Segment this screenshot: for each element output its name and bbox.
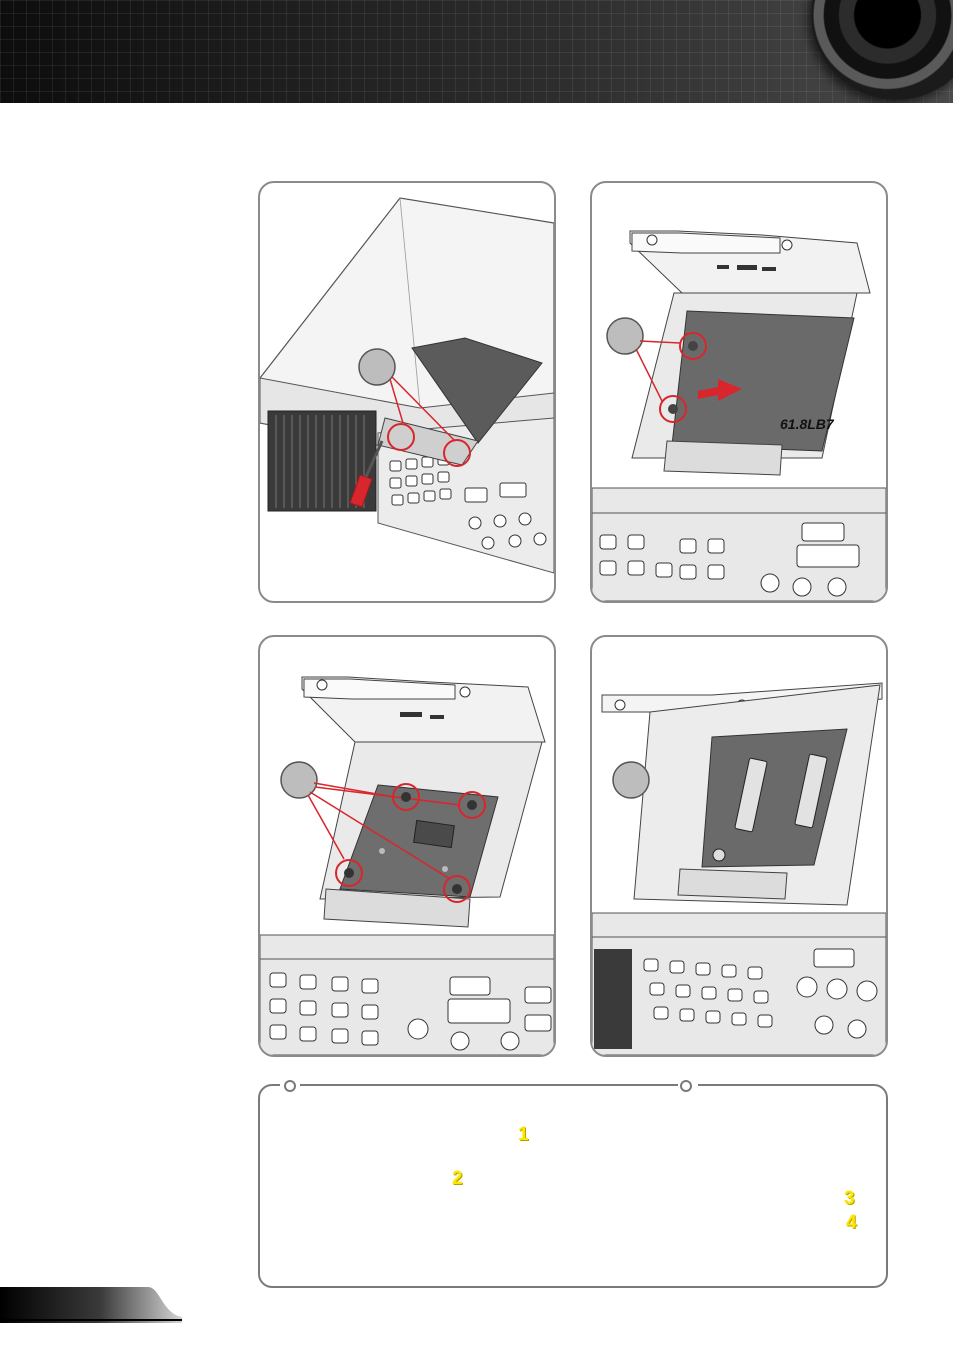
step-marker-3: 3 (844, 1188, 855, 1209)
step-marker-2: 2 (452, 1168, 463, 1189)
instruction-box: 1 2 3 4 (258, 1080, 888, 1288)
footer-tab (0, 1287, 182, 1323)
figure-pull-out-board (590, 635, 888, 1057)
projector-lens-icon (811, 0, 953, 100)
board-label: 61.8LB7 (780, 416, 835, 432)
figure-slide-board: 61.8LB7 (590, 181, 888, 603)
step-marker-1: 1 (518, 1124, 529, 1145)
header-banner (0, 0, 953, 103)
figure-remove-cover (258, 181, 556, 603)
step-marker-4: 4 (846, 1212, 857, 1233)
figure-remove-screws (258, 635, 556, 1057)
